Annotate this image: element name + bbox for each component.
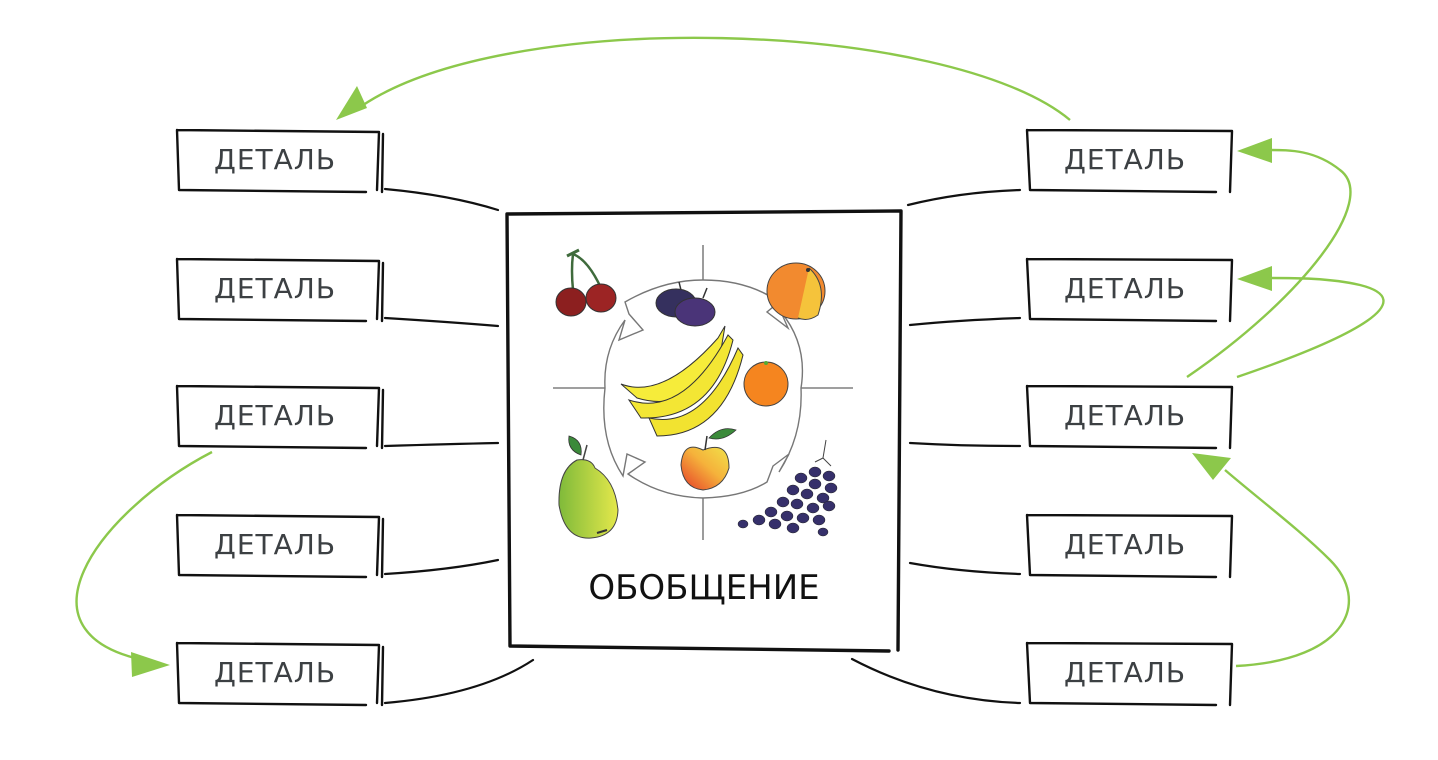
arrowhead-icon <box>1237 138 1272 163</box>
detail-label: ДЕТАЛЬ <box>1063 142 1187 176</box>
box-frame <box>1025 513 1234 579</box>
arrowhead-icon <box>1237 266 1272 291</box>
arrow-right1-to-left1 <box>355 36 1071 121</box>
connector-line <box>908 316 1022 327</box>
arrow-left3-to-left5 <box>75 450 213 665</box>
arrowhead-icon <box>131 652 170 677</box>
detail-box-left-4[interactable]: ДЕТАЛЬ <box>175 513 385 579</box>
detail-label: ДЕТАЛЬ <box>1063 527 1187 561</box>
box-frame <box>1025 384 1234 450</box>
box-frame <box>175 641 385 707</box>
apple-icon <box>680 428 737 491</box>
connector-line <box>906 188 1022 207</box>
right-connectors <box>850 188 1022 705</box>
connector-line <box>383 316 500 328</box>
connector-line <box>850 657 1022 705</box>
card-frame <box>505 209 903 653</box>
arrows <box>75 36 1385 668</box>
detail-box-right-1[interactable]: ДЕТАЛЬ <box>1025 128 1234 194</box>
detail-box-right-4[interactable]: ДЕТАЛЬ <box>1025 513 1234 579</box>
grapes-icon <box>737 439 838 537</box>
arrowheads <box>131 86 1272 677</box>
detail-label: ДЕТАЛЬ <box>1063 271 1187 305</box>
detail-box-left-3[interactable]: ДЕТАЛЬ <box>175 384 385 450</box>
arrowhead-icon <box>336 86 367 120</box>
detail-label: ДЕТАЛЬ <box>1063 655 1187 689</box>
box-frame <box>1025 641 1234 707</box>
detail-label: ДЕТАЛЬ <box>213 142 337 176</box>
detail-box-right-3[interactable]: ДЕТАЛЬ <box>1025 384 1234 450</box>
generalization-card[interactable]: ОБОБЩЕНИЕ <box>505 209 903 653</box>
generalization-title: ОБОБЩЕНИЕ <box>588 568 820 608</box>
box-frame <box>175 384 385 450</box>
arrow-right3-to-right1 <box>1186 148 1352 378</box>
connector-line <box>908 441 1022 448</box>
detail-label: ДЕТАЛЬ <box>213 655 337 689</box>
detail-box-right-5[interactable]: ДЕТАЛЬ <box>1025 641 1234 707</box>
cherries-icon <box>555 248 617 317</box>
connector-line <box>908 561 1022 576</box>
bananas-icon <box>620 325 744 437</box>
arrowhead-icon <box>1192 453 1231 480</box>
detail-box-left-1[interactable]: ДЕТАЛЬ <box>175 128 385 194</box>
detail-label: ДЕТАЛЬ <box>213 527 337 561</box>
box-frame <box>175 128 385 194</box>
fruit-illustration <box>553 245 853 540</box>
connector-line <box>383 187 500 212</box>
detail-box-left-2[interactable]: ДЕТАЛЬ <box>175 257 385 323</box>
pear-icon <box>558 435 619 539</box>
box-frame <box>1025 257 1234 323</box>
detail-box-left-5[interactable]: ДЕТАЛЬ <box>175 641 385 707</box>
box-frame <box>175 257 385 323</box>
detail-label: ДЕТАЛЬ <box>213 398 337 432</box>
left-connectors <box>383 187 535 705</box>
box-frame <box>175 513 385 579</box>
arrow-right3-to-right2 <box>1236 276 1385 379</box>
connector-line <box>383 441 500 448</box>
connector-line <box>383 558 500 576</box>
box-frame <box>1025 128 1234 194</box>
arrow-right5-to-right3 <box>1224 469 1351 668</box>
apricot-icon <box>766 262 826 320</box>
detail-label: ДЕТАЛЬ <box>213 271 337 305</box>
detail-label: ДЕТАЛЬ <box>1063 398 1187 432</box>
plums-icon <box>655 281 716 327</box>
connector-line <box>383 658 535 705</box>
orange-icon <box>743 361 789 407</box>
detail-box-right-2[interactable]: ДЕТАЛЬ <box>1025 257 1234 323</box>
